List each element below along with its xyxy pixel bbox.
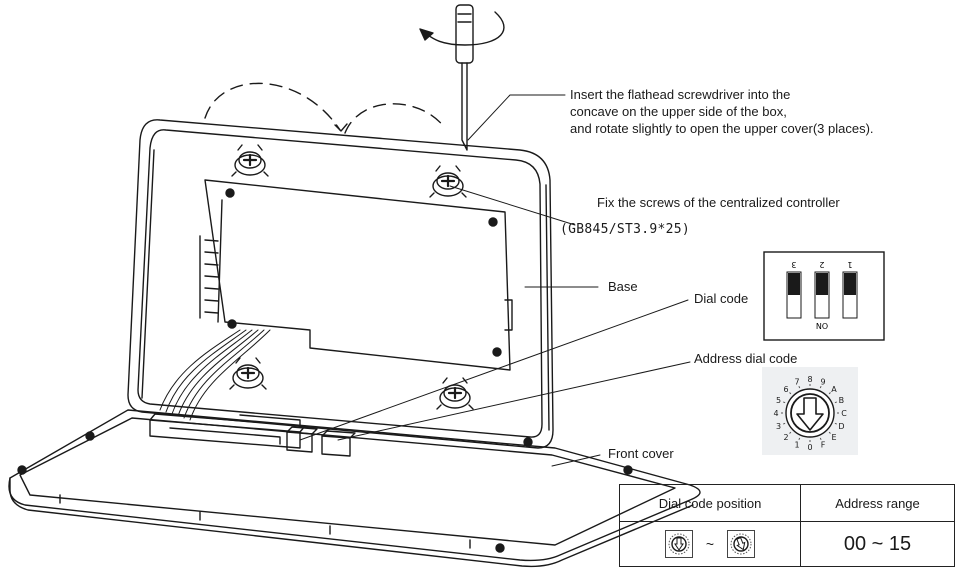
screwdriver-instruction-line1: Insert the flathead screwdriver into the — [570, 87, 791, 102]
dashed-opening-arcs — [204, 82, 446, 134]
rotary-dial-digit: A — [831, 385, 837, 394]
rotary-dial-tick — [819, 437, 822, 440]
dip-switch-2 — [814, 271, 830, 319]
dial-code-label: Dial code — [694, 291, 749, 306]
wire-harness — [159, 329, 271, 421]
rotary-dial-digit: 3 — [776, 422, 781, 431]
dial-position-0-icon — [665, 530, 693, 558]
rotary-dial-tick — [798, 386, 801, 389]
front-cover-label: Front cover — [608, 446, 674, 461]
address-dial-code-label: Address dial code — [694, 351, 798, 366]
rotary-dial-digit: 8 — [807, 375, 812, 384]
rotary-dial-tick — [783, 422, 786, 425]
rotary-dial-tick — [834, 401, 837, 404]
screw-boss-bottom-left — [229, 357, 267, 390]
screws-label: Fix the screws of the centralized contro… — [597, 195, 840, 210]
rotary-dial-tick — [828, 392, 831, 395]
rotary-dial-tick — [819, 386, 822, 389]
dial-position-separator: ~ — [705, 536, 715, 552]
front-cover-connectors — [149, 413, 356, 457]
rotary-dial-digit: 6 — [783, 385, 788, 394]
dip-switch-3 — [786, 271, 802, 319]
rotary-dial-tick — [783, 401, 786, 404]
rotary-dial-digit: 4 — [773, 409, 778, 418]
address-range-table: Dial code position Address range ~ 00 ~ … — [619, 484, 955, 567]
rotary-dial-digit: C — [841, 409, 847, 418]
rotary-dial-digit: D — [838, 422, 844, 431]
rotary-dial-tick — [834, 422, 837, 425]
table-header-dial-position: Dial code position — [619, 484, 801, 522]
base-panel — [127, 119, 554, 449]
pcb-board — [199, 179, 513, 371]
screwdriver — [455, 4, 474, 151]
base-label: Base — [608, 279, 638, 294]
table-cell-dial-positions: ~ — [619, 521, 801, 567]
rotary-dial-digit: 7 — [794, 378, 799, 387]
rotary-dial-tick — [789, 392, 792, 395]
screwdriver-instruction-line3: and rotate slightly to open the upper co… — [570, 121, 874, 136]
screw-boss-top-left — [231, 144, 269, 177]
screw-boss-bottom-right — [436, 377, 474, 410]
rotary-dial-tick — [828, 431, 831, 434]
rotation-arrow — [424, 11, 505, 46]
rotary-dial-tick — [789, 431, 792, 434]
leader-lines — [299, 94, 691, 467]
dip-on-label: ON — [816, 321, 828, 330]
dip-number-3: 3 — [791, 260, 796, 269]
dip-number-2: 2 — [819, 260, 824, 269]
rotary-dial-digit: 0 — [807, 443, 812, 452]
rotary-dial-digit: 9 — [820, 378, 825, 387]
screw-boss-top-right — [429, 165, 467, 198]
dial-arrow-icon — [796, 397, 824, 431]
table-header-address-range: Address range — [800, 484, 955, 522]
dip-switch-1 — [842, 271, 858, 319]
dial-position-f-icon — [727, 530, 755, 558]
rotary-dial-digit: E — [831, 433, 836, 442]
rotary-dial-digit: F — [821, 440, 826, 449]
screw-spec-label: (GB845/ST3.9*25) — [560, 222, 691, 237]
rotary-dial-digit: 2 — [783, 433, 788, 442]
dip-switch-inset: 3 2 1 ON — [763, 251, 885, 341]
table-cell-address-range: 00 ~ 15 — [800, 521, 955, 567]
rotary-dial-digit: 1 — [794, 440, 799, 449]
rotary-dial-tick — [798, 437, 801, 440]
rotary-dial-digit: 5 — [776, 396, 781, 405]
rotary-dial-digit: B — [839, 396, 845, 405]
screwdriver-instruction-line2: concave on the upper side of the box, — [570, 104, 787, 119]
dip-number-1: 1 — [847, 260, 852, 269]
